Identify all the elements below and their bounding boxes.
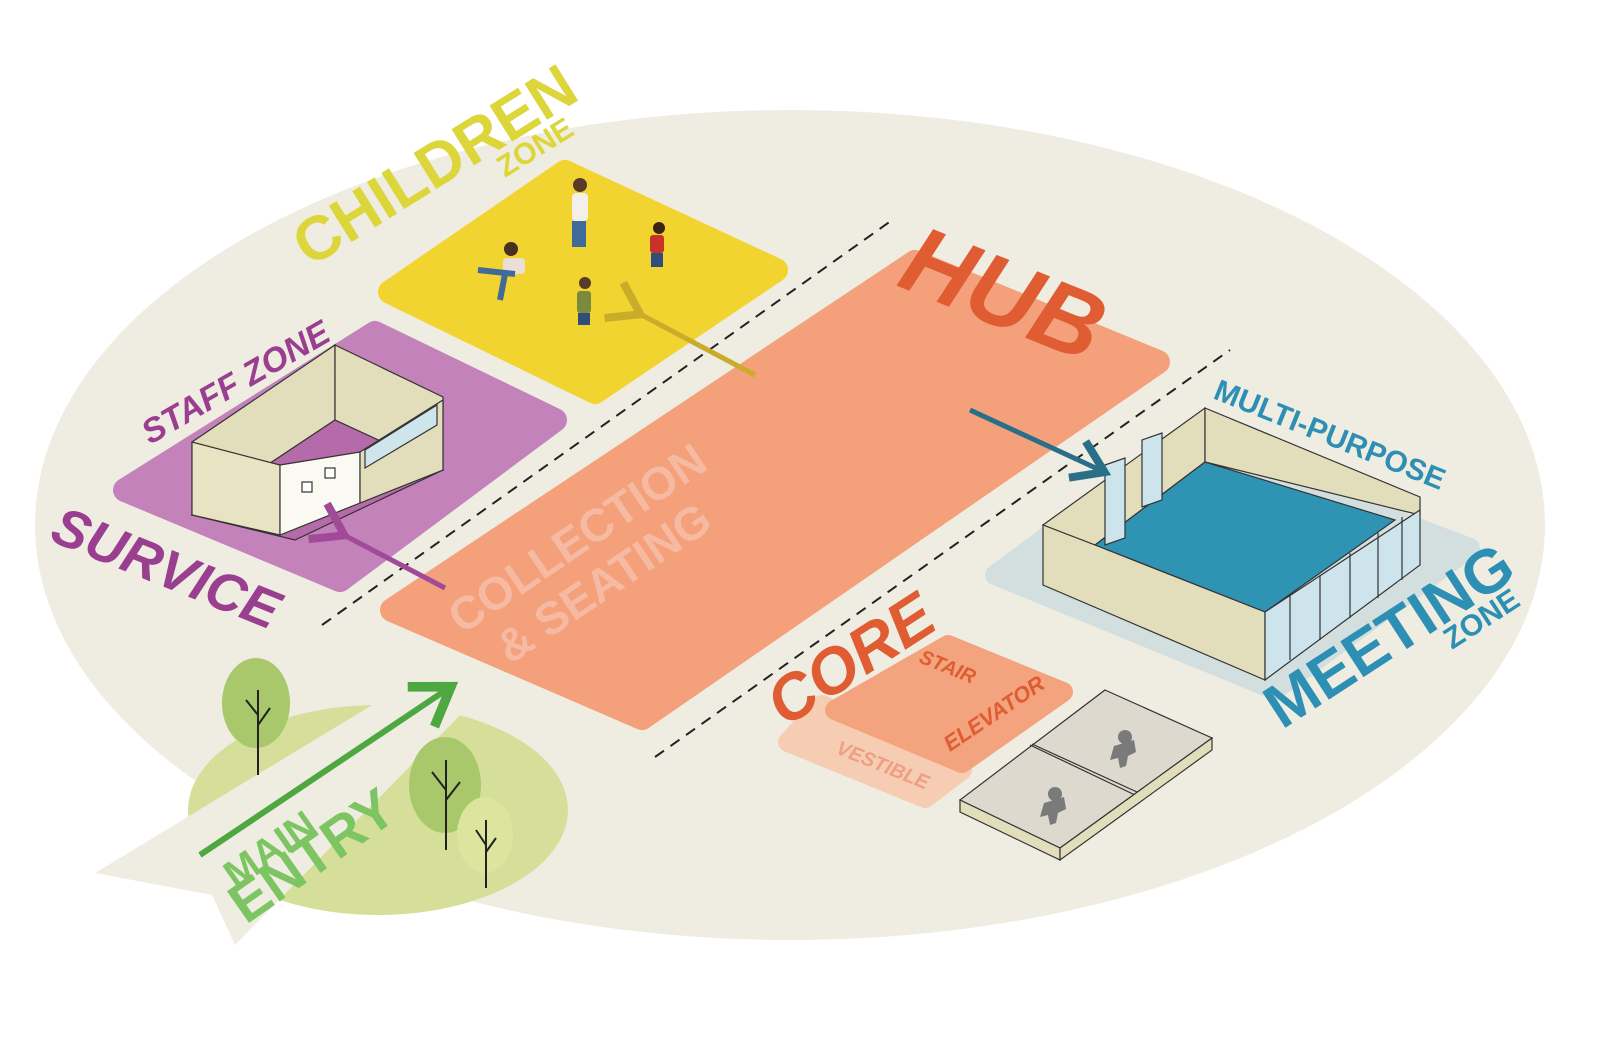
staff-room-box	[190, 343, 445, 541]
arrow-icon	[968, 407, 1112, 482]
multipurpose-room-box	[1041, 406, 1421, 682]
restroom-boxes	[958, 689, 1214, 862]
core-pad	[825, 635, 1073, 773]
divider-line-left	[321, 217, 896, 626]
divider-line-right	[654, 349, 1231, 758]
tree-icon	[222, 658, 513, 888]
restroom-icon	[1040, 730, 1136, 825]
arrow-icon	[198, 681, 459, 858]
hub-pad	[380, 250, 1170, 730]
arrow-icon	[308, 501, 447, 591]
person-icon	[477, 178, 665, 325]
arrow-icon	[604, 280, 757, 378]
